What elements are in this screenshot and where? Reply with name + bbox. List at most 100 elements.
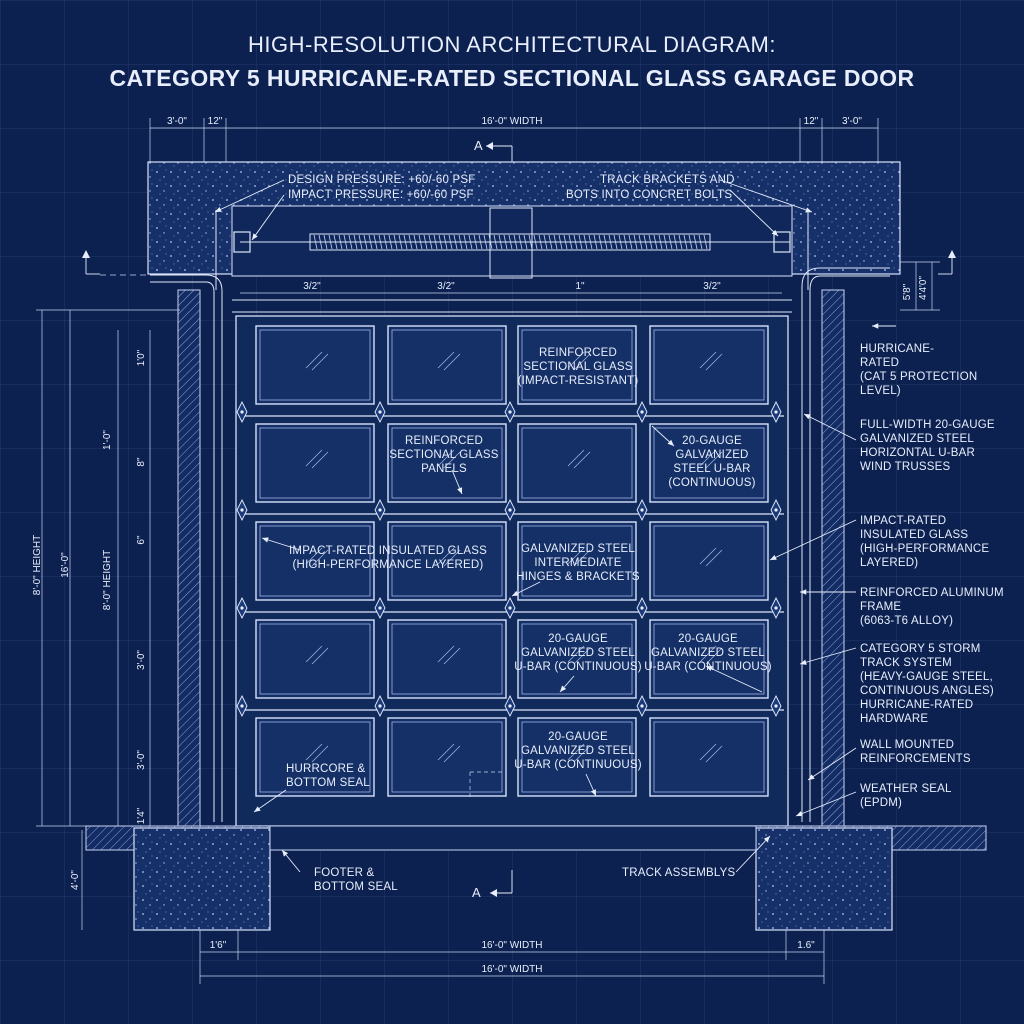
spring-coil bbox=[448, 234, 453, 250]
label-line: HARDWARE bbox=[860, 713, 928, 725]
label-line: 20-GAUGE bbox=[678, 633, 738, 645]
spring-coil bbox=[383, 234, 388, 250]
spring-coil bbox=[498, 234, 503, 250]
spring-coils bbox=[313, 234, 708, 250]
hinge-bolt bbox=[774, 410, 778, 414]
spring-coil bbox=[468, 234, 473, 250]
right-wall bbox=[821, 289, 845, 827]
section-label-top: A bbox=[474, 138, 483, 153]
dim-right-outer: 3'-0" bbox=[842, 116, 862, 127]
spring-coil bbox=[573, 234, 578, 250]
glass-panel bbox=[649, 521, 769, 601]
hinge-bolt bbox=[378, 508, 382, 512]
label-line: GALVANIZED STEEL bbox=[651, 647, 765, 659]
spring-coil bbox=[653, 234, 658, 250]
floor-slab bbox=[85, 825, 987, 931]
spring-coil bbox=[558, 234, 563, 250]
spring-coil bbox=[483, 234, 488, 250]
label-line: 20-GAUGE bbox=[548, 633, 608, 645]
label-line: U-BAR (CONTINUOUS) bbox=[514, 661, 642, 673]
spring-coil bbox=[523, 234, 528, 250]
spring-coil bbox=[663, 234, 668, 250]
hinge-bolt bbox=[640, 704, 644, 708]
label-line: U-BAR (CONTINUOUS) bbox=[514, 759, 642, 771]
spring-coil bbox=[513, 234, 518, 250]
spring-coil bbox=[598, 234, 603, 250]
label-line: HURRICANE- bbox=[860, 343, 934, 355]
glass-panel bbox=[649, 619, 769, 699]
left-dimensions: 8'-0" HEIGHT 16'-0" 8'-0" HEIGHT 1'0" 1'… bbox=[32, 309, 180, 930]
glass-panel bbox=[387, 717, 507, 797]
label-line: IMPACT-RATED bbox=[860, 515, 946, 527]
label-line: REINFORCED bbox=[539, 347, 617, 359]
glass-panel bbox=[387, 521, 507, 601]
label-line: INTERMEDIATE bbox=[534, 557, 621, 569]
spring-coil bbox=[358, 234, 363, 250]
label-line: (EPDM) bbox=[860, 797, 902, 809]
spring-coil bbox=[698, 234, 703, 250]
spring-coil bbox=[648, 234, 653, 250]
label-hinges: GALVANIZED STEEL INTERMEDIATE HINGES & B… bbox=[516, 543, 639, 583]
spring-coil bbox=[638, 234, 643, 250]
label-aluminum-frame: REINFORCED ALUMINUM FRAME (6063-T6 ALLOY… bbox=[860, 587, 1004, 627]
label-ubar-1: 20-GAUGE GALVANIZED STEEL U-BAR (CONTINU… bbox=[668, 435, 755, 489]
spring-coil bbox=[508, 234, 513, 250]
label-line: FULL-WIDTH 20-GAUGE bbox=[860, 419, 995, 431]
spring-coil bbox=[703, 234, 708, 250]
label-line: FOOTER & bbox=[314, 867, 375, 879]
label-line: U-BAR (CONTINUOUS) bbox=[644, 661, 772, 673]
leader-lines bbox=[214, 179, 896, 873]
hinge-bolt bbox=[774, 606, 778, 610]
side-section-markers bbox=[82, 250, 956, 276]
label-ubar-4: 20-GAUGE GALVANIZED STEEL U-BAR (CONTINU… bbox=[514, 731, 642, 771]
spring-coil bbox=[563, 234, 568, 250]
glass-panel bbox=[387, 423, 507, 503]
label-line: STEEL U-BAR bbox=[673, 463, 750, 475]
spring-coil bbox=[393, 234, 398, 250]
spring-coil bbox=[553, 234, 558, 250]
glass-panel bbox=[387, 619, 507, 699]
spring-coil bbox=[658, 234, 663, 250]
label-line: INSULATED GLASS bbox=[860, 529, 968, 541]
spring-coil bbox=[608, 234, 613, 250]
spring-coil bbox=[593, 234, 598, 250]
label-line: BOTTOM SEAL bbox=[286, 777, 370, 789]
label-line: 20-GAUGE bbox=[548, 731, 608, 743]
hinge-brackets bbox=[236, 400, 782, 718]
torsion-spring-assembly bbox=[215, 207, 809, 290]
spring-coil bbox=[518, 234, 523, 250]
label-hurricore: HURRCORE & BOTTOM SEAL bbox=[286, 763, 370, 789]
label-wind-trusses: FULL-WIDTH 20-GAUGE GALVANIZED STEEL HOR… bbox=[860, 419, 995, 473]
label-line: REINFORCED bbox=[405, 435, 483, 447]
dim-row-6: 3'-0" bbox=[136, 750, 147, 770]
dim-row-5: 3'-0" bbox=[136, 650, 147, 670]
label-line: FRAME bbox=[860, 601, 901, 613]
dim-bottom-right: 1.6" bbox=[797, 940, 815, 951]
dim-footer: 4'-0" bbox=[70, 870, 81, 890]
dim-bottom-left: 1'6" bbox=[210, 940, 227, 951]
label-storm-track: CATEGORY 5 STORM TRACK SYSTEM (HEAVY-GAU… bbox=[860, 643, 994, 725]
label-line: LEVEL) bbox=[860, 385, 901, 397]
spring-coil bbox=[463, 234, 468, 250]
hinge-bolt bbox=[240, 704, 244, 708]
label-line: (6063-T6 ALLOY) bbox=[860, 615, 953, 627]
spring-coil bbox=[353, 234, 358, 250]
hinge-bolt bbox=[774, 704, 778, 708]
spring-coil bbox=[603, 234, 608, 250]
label-line: (IMPACT-RESISTANT) bbox=[518, 375, 639, 387]
label-line: CONTINUOUS ANGLES) bbox=[860, 685, 994, 697]
dim-bottom-width-2: 16'-0" WIDTH bbox=[481, 964, 542, 975]
label-line: 20-GAUGE bbox=[682, 435, 742, 447]
right-footer bbox=[755, 827, 893, 931]
label-wall-reinforcements: WALL MOUNTED REINFORCEMENTS bbox=[860, 739, 971, 765]
dim-right-inner: 12" bbox=[804, 116, 819, 127]
spring-coil bbox=[643, 234, 648, 250]
label-line: CATEGORY 5 STORM bbox=[860, 643, 981, 655]
dim-outer-height: 8'-0" HEIGHT bbox=[32, 535, 43, 595]
glass-panel bbox=[255, 423, 375, 503]
spring-coil bbox=[338, 234, 343, 250]
label-glass-in-panel: REINFORCED SECTIONAL GLASS (IMPACT-RESIS… bbox=[518, 347, 639, 387]
dim-top-width: 16'-0" WIDTH bbox=[481, 116, 542, 127]
label-line: HURRICANE-RATED bbox=[860, 699, 973, 711]
spring-coil bbox=[533, 234, 538, 250]
